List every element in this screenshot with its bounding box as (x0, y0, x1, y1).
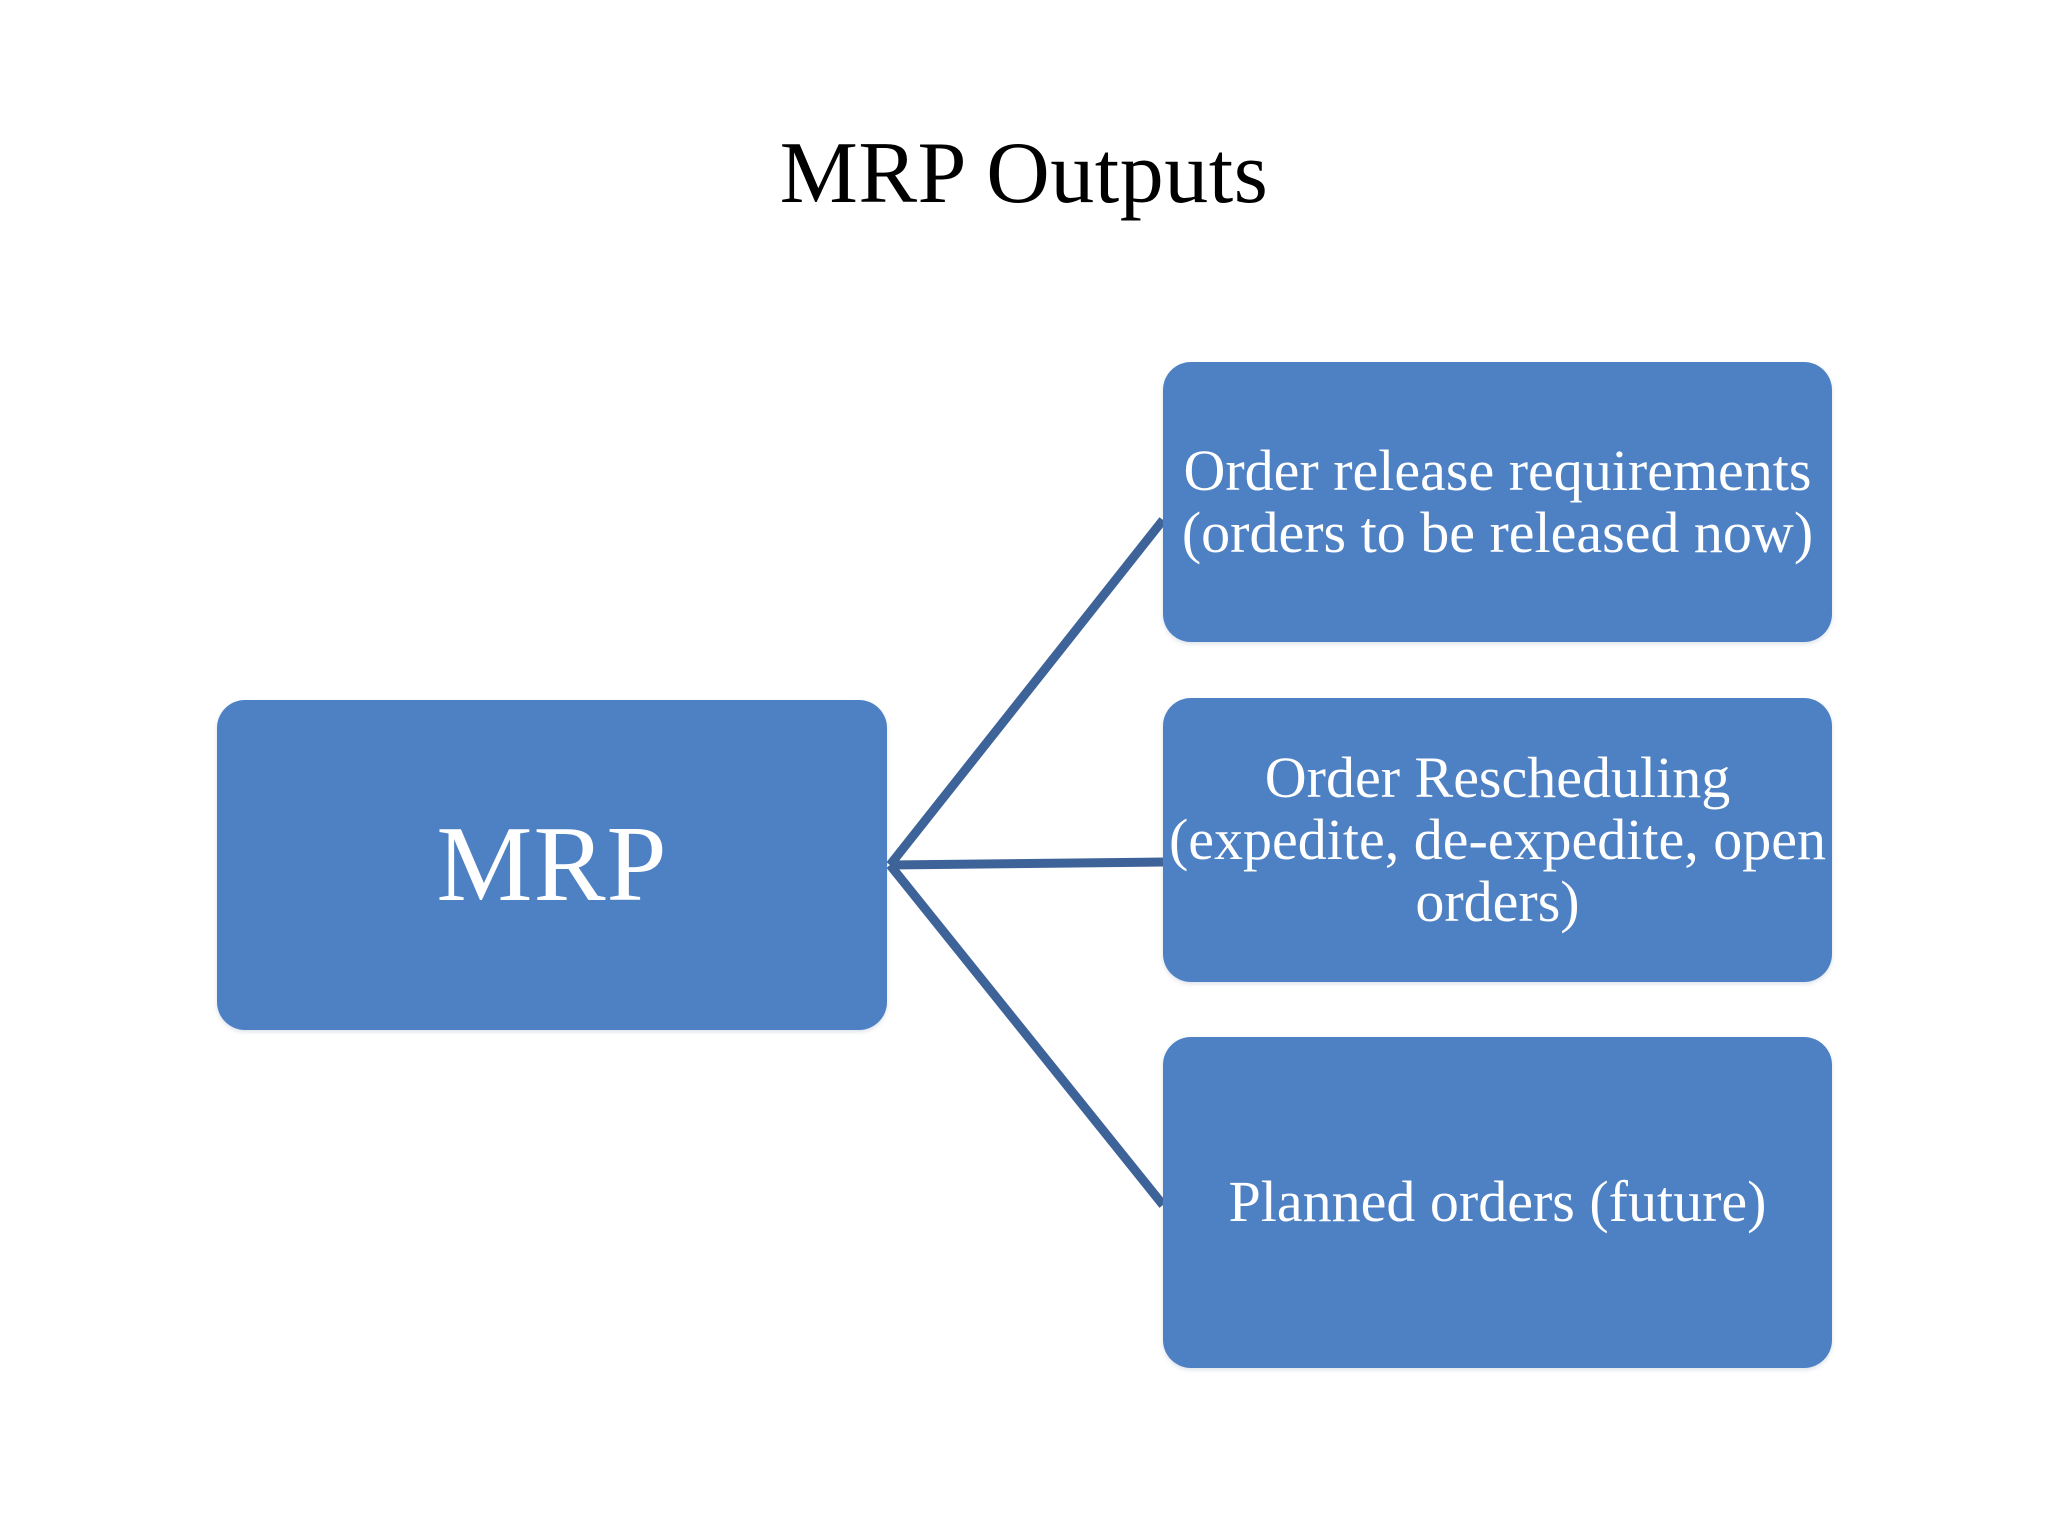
diagram-node-mrp-label: MRP (436, 805, 668, 924)
diagram-node-planned-orders-label: Planned orders (future) (1228, 1169, 1767, 1235)
diagram-node-order-rescheduling-label: Order Rescheduling (expedite, de-expedit… (1168, 744, 1827, 935)
connector-mrp-to-planned-orders (886, 862, 1167, 1208)
page-title: MRP Outputs (779, 125, 1269, 222)
diagram-node-order-rescheduling[interactable]: Order Rescheduling (expedite, de-expedit… (1163, 698, 1832, 982)
connector-mrp-to-order-rescheduling (889, 857, 1164, 870)
diagram-node-mrp[interactable]: MRP (217, 700, 887, 1030)
diagram-node-order-release-label: Order release requirements (orders to be… (1181, 437, 1814, 565)
connector-mrp-to-order-release (886, 517, 1167, 868)
diagram-node-order-release[interactable]: Order release requirements (orders to be… (1163, 362, 1832, 642)
diagram-node-planned-orders[interactable]: Planned orders (future) (1163, 1037, 1832, 1368)
